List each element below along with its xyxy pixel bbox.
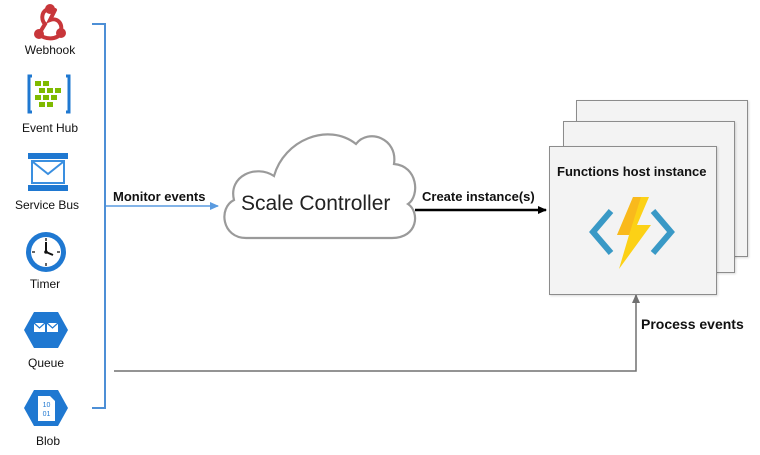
source-label-service-bus: Service Bus [14, 198, 80, 212]
sources-bracket [92, 23, 106, 409]
svg-text:01: 01 [43, 411, 51, 418]
create-instance-label: Create instance(s) [422, 189, 535, 204]
source-service-bus: Service Bus [0, 152, 100, 212]
queue-icon [24, 312, 68, 348]
source-label-webhook: Webhook [24, 43, 76, 57]
source-label-queue: Queue [27, 356, 65, 370]
timer-icon [26, 232, 66, 272]
host-instance-title: Functions host instance [557, 164, 707, 179]
source-timer: Timer [0, 230, 100, 291]
scale-controller-cloud [223, 133, 417, 240]
source-label-timer: Timer [29, 277, 61, 291]
source-label-event-hub: Event Hub [21, 121, 79, 135]
blob-icon: 10 01 [24, 390, 68, 426]
process-events-label: Process events [641, 316, 744, 332]
service-bus-icon [28, 153, 68, 191]
host-instance-card-front: Functions host instance [549, 146, 717, 295]
scale-controller-label: Scale Controller [241, 192, 391, 215]
process-events-arrow [114, 294, 640, 372]
event-hub-icon [27, 74, 71, 114]
azure-functions-icon [589, 197, 675, 269]
svg-text:10: 10 [43, 402, 51, 409]
source-queue: Queue [0, 310, 100, 370]
source-event-hub: Event Hub [0, 74, 100, 135]
webhook-icon [34, 4, 66, 41]
source-webhook: Webhook [0, 0, 100, 60]
source-blob: 10 01 Blob [0, 388, 100, 448]
monitor-events-label: Monitor events [113, 189, 206, 204]
source-label-blob: Blob [35, 434, 61, 448]
